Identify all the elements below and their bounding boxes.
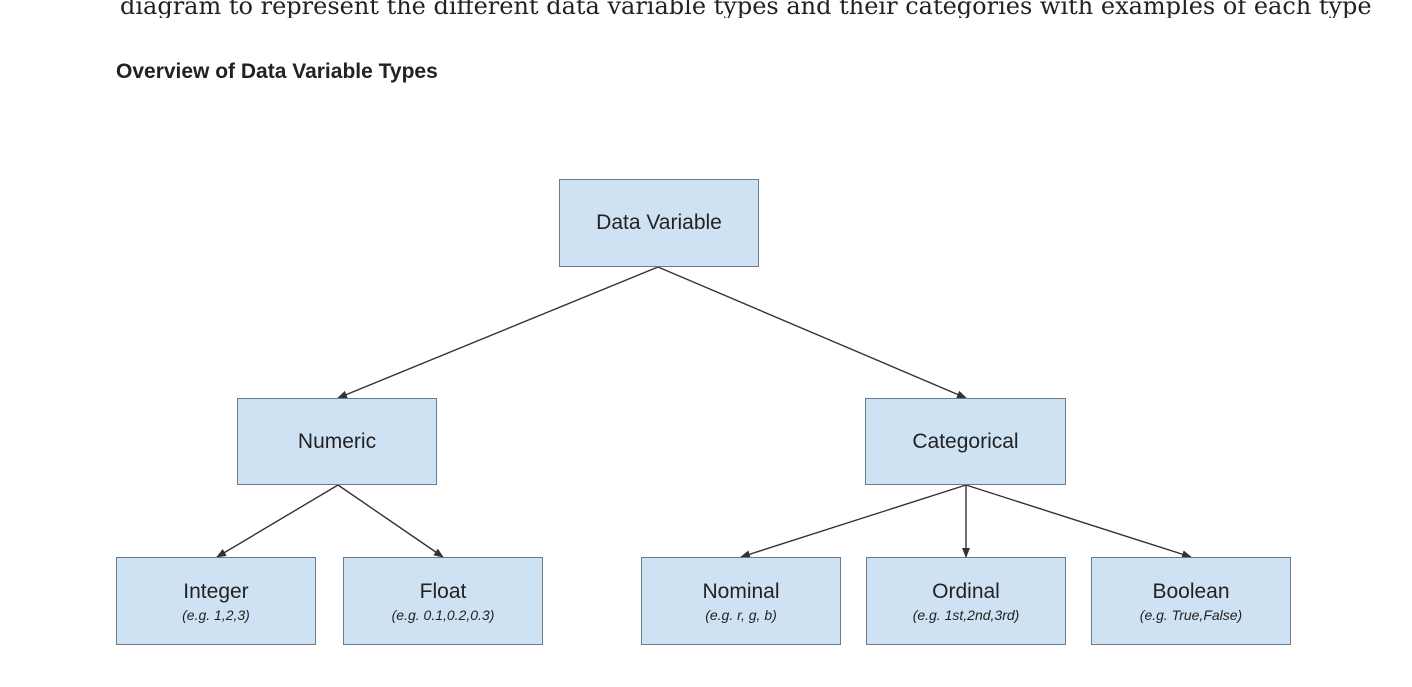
node-boolean-example: (e.g. True,False)	[1139, 606, 1243, 623]
node-float-label: Float	[419, 580, 467, 604]
node-ordinal-label: Ordinal	[932, 580, 1000, 604]
node-data-variable: Data Variable	[559, 179, 759, 267]
diagram-title: Overview of Data Variable Types	[116, 60, 438, 83]
node-integer-label: Integer	[183, 580, 249, 604]
edge-numeric-to-integer	[216, 484, 339, 558]
node-categorical-label: Categorical	[912, 429, 1019, 453]
node-nominal: Nominal (e.g. r, g, b)	[641, 557, 841, 645]
node-nominal-example: (e.g. r, g, b)	[705, 606, 777, 623]
edge-root-to-numeric	[337, 266, 659, 399]
edge-categorical-to-boolean	[965, 484, 1192, 559]
edge-numeric-to-float	[337, 484, 444, 558]
cutoff-caption-text: diagram to represent the different data …	[120, 0, 1412, 18]
node-integer: Integer (e.g. 1,2,3)	[116, 557, 316, 645]
node-ordinal-example: (e.g. 1st,2nd,3rd)	[912, 606, 1020, 623]
node-integer-example: (e.g. 1,2,3)	[182, 606, 250, 623]
node-numeric: Numeric	[237, 398, 437, 485]
cutoff-caption-line: diagram to represent the different data …	[120, 0, 1372, 18]
edge-root-to-categorical	[657, 266, 967, 399]
node-boolean-label: Boolean	[1152, 580, 1230, 604]
node-numeric-label: Numeric	[297, 429, 377, 453]
edge-categorical-to-nominal	[740, 484, 967, 559]
node-boolean: Boolean (e.g. True,False)	[1091, 557, 1291, 645]
node-float-example: (e.g. 0.1,0.2,0.3)	[391, 606, 495, 623]
node-ordinal: Ordinal (e.g. 1st,2nd,3rd)	[866, 557, 1066, 645]
node-categorical: Categorical	[865, 398, 1066, 485]
node-data-variable-label: Data Variable	[596, 211, 722, 235]
node-float: Float (e.g. 0.1,0.2,0.3)	[343, 557, 543, 645]
node-nominal-label: Nominal	[702, 580, 780, 604]
